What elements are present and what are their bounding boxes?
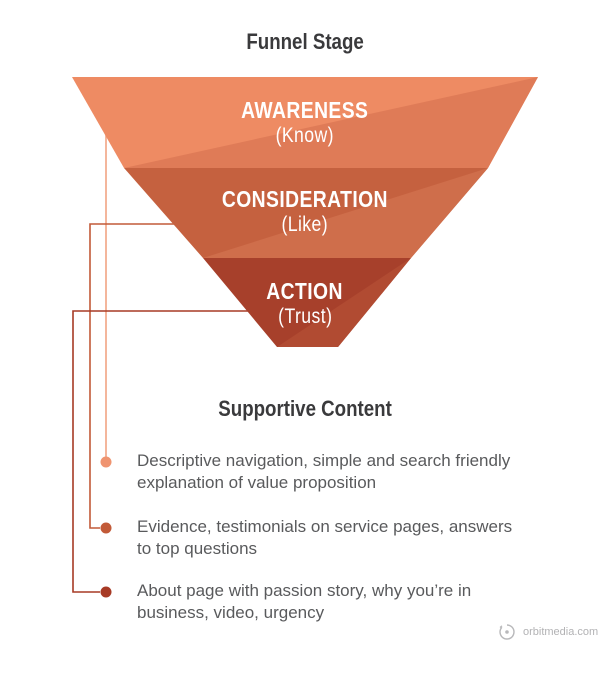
bullet-dot-consideration bbox=[100, 522, 112, 534]
funnel-band-action bbox=[203, 258, 411, 347]
connector-line-action bbox=[72, 310, 265, 593]
stage-label-action-text: ACTION bbox=[266, 278, 344, 304]
connector-line-consideration bbox=[89, 223, 195, 529]
bullet-dot-action bbox=[100, 586, 112, 598]
page-title-text: Funnel Stage bbox=[246, 29, 364, 54]
stage-label-consideration-text: CONSIDERATION bbox=[221, 186, 389, 212]
funnel-band-action-shade bbox=[277, 258, 411, 347]
orbit-logo-icon bbox=[499, 624, 515, 640]
supportive-content-title-text: Supportive Content bbox=[218, 396, 392, 421]
stage-sublabel-awareness-text: (Know) bbox=[275, 124, 335, 147]
stage-sublabel-awareness: (Know) bbox=[0, 124, 610, 148]
funnel-band-awareness-shade bbox=[124, 77, 538, 168]
content-item-action-line2: business, video, urgency bbox=[137, 603, 325, 622]
content-item-awareness-line1: Descriptive navigation, simple and searc… bbox=[137, 451, 511, 470]
content-item-awareness: Descriptive navigation, simple and searc… bbox=[137, 450, 557, 494]
supportive-content-title: Supportive Content bbox=[0, 396, 610, 422]
bullet-dot-awareness bbox=[100, 456, 112, 468]
stage-label-awareness-text: AWARENESS bbox=[241, 97, 369, 123]
stage-label-awareness: AWARENESS bbox=[0, 97, 610, 124]
stage-sublabel-consideration-text: (Like) bbox=[281, 213, 329, 236]
stage-label-consideration: CONSIDERATION bbox=[0, 186, 610, 213]
content-item-action-line1: About page with passion story, why you’r… bbox=[137, 581, 472, 600]
brand-text: orbitmedia.com bbox=[523, 626, 599, 638]
stage-label-action: ACTION bbox=[0, 278, 610, 305]
stage-sublabel-action-text: (Trust) bbox=[277, 305, 333, 328]
content-item-consideration: Evidence, testimonials on service pages,… bbox=[137, 516, 557, 560]
funnel-band-consideration-shade bbox=[203, 168, 488, 258]
content-item-consideration-line2: to top questions bbox=[137, 539, 258, 558]
content-item-action: About page with passion story, why you’r… bbox=[137, 580, 557, 624]
page-title: Funnel Stage bbox=[0, 29, 610, 55]
stage-sublabel-action: (Trust) bbox=[0, 305, 610, 329]
stage-sublabel-consideration: (Like) bbox=[0, 213, 610, 237]
content-item-consideration-line1: Evidence, testimonials on service pages,… bbox=[137, 517, 513, 536]
content-item-awareness-line2: explanation of value proposition bbox=[137, 473, 377, 492]
